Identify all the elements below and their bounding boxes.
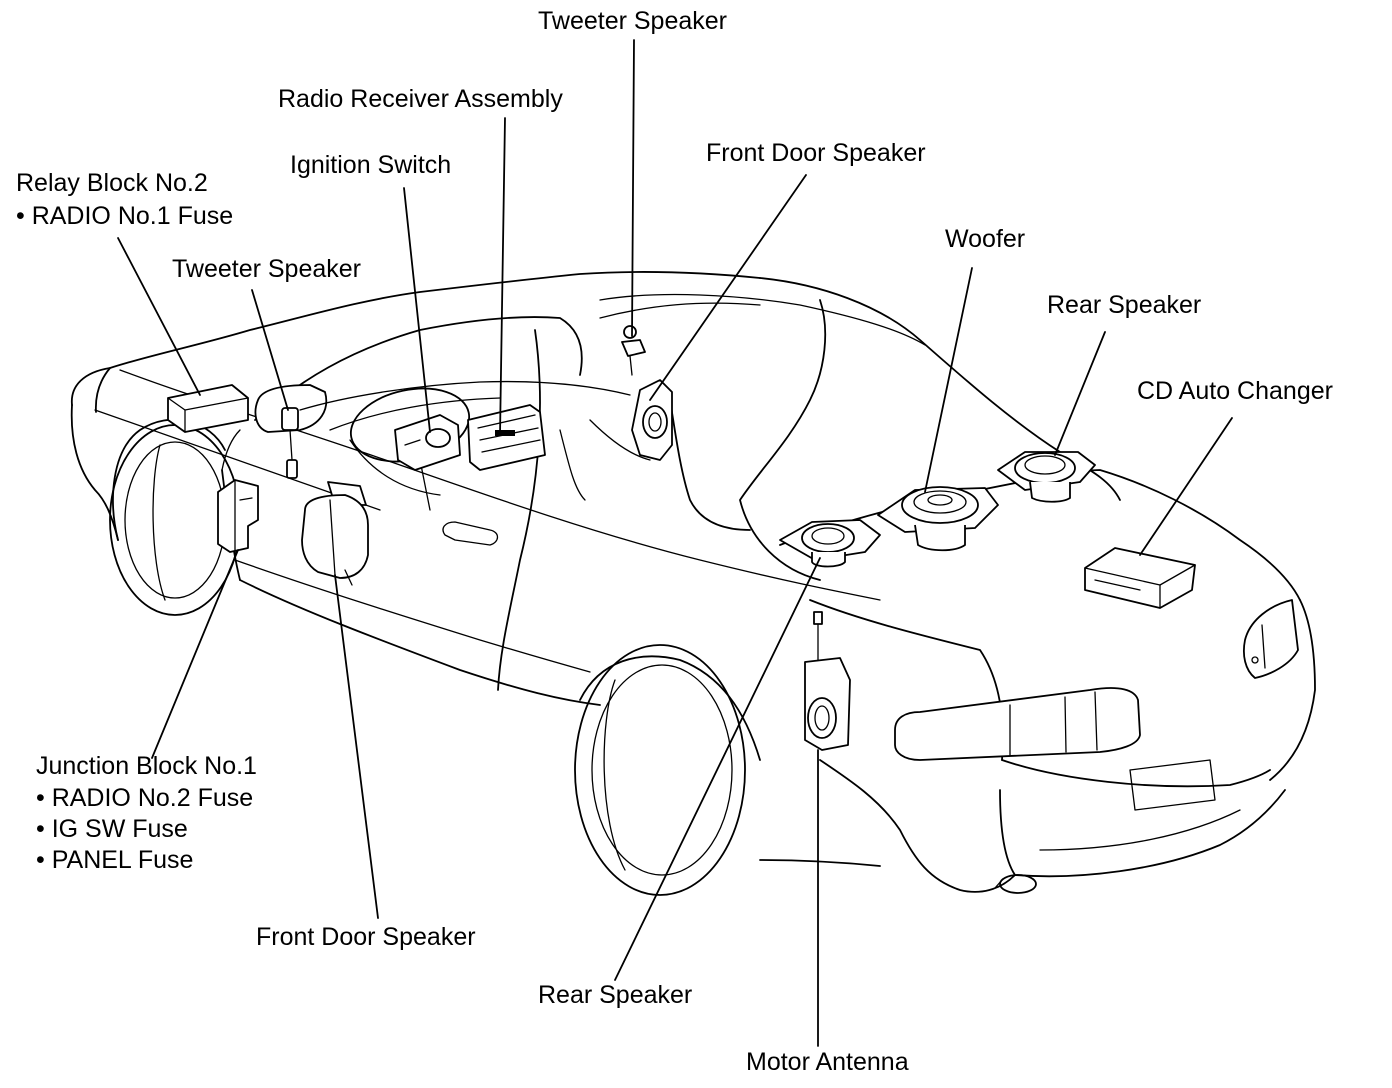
motor-antenna: [804, 611, 851, 751]
label-junction-block-fuse-2: • IG SW Fuse: [36, 815, 188, 843]
label-relay-block-fuse: • RADIO No.1 Fuse: [16, 202, 234, 230]
leader-front-door-speaker-bottom: [334, 574, 379, 919]
leader-ignition-switch: [403, 187, 431, 433]
label-rear-speaker-bottom: Rear Speaker: [538, 981, 693, 1009]
leader-tweeter-top: [631, 39, 635, 337]
leader-junction-block: [151, 549, 239, 759]
tweeter-speaker-right: [621, 325, 646, 376]
label-tweeter-speaker-left: Tweeter Speaker: [172, 255, 361, 283]
label-junction-block-fuse-1: • RADIO No.2 Fuse: [36, 784, 254, 812]
leader-rear-speaker-bottom: [614, 557, 821, 981]
leader-woofer: [924, 267, 973, 493]
leader-relay-block: [117, 237, 201, 396]
radio-receiver-assembly: [467, 404, 546, 471]
ignition-switch: [394, 414, 461, 471]
leader-front-door-speaker-top: [649, 174, 807, 401]
label-junction-block-fuse-3: • PANEL Fuse: [36, 846, 194, 874]
label-motor-antenna: Motor Antenna: [746, 1048, 909, 1076]
woofer: [877, 486, 999, 552]
front-door-speaker-left: [301, 481, 369, 586]
tweeter-speaker-left: [281, 407, 299, 479]
label-junction-block-title: Junction Block No.1: [36, 752, 257, 780]
label-cd-auto-changer: CD Auto Changer: [1137, 377, 1333, 405]
leader-cd-auto-changer: [1139, 417, 1233, 556]
leader-rear-speaker-right: [1054, 331, 1106, 456]
rear-speaker-left: [779, 519, 881, 568]
leader-radio-receiver: [499, 117, 506, 436]
cd-auto-changer: [1084, 547, 1196, 609]
label-radio-receiver-assembly: Radio Receiver Assembly: [278, 85, 563, 113]
label-relay-block-title: Relay Block No.2: [16, 169, 208, 197]
rear-speaker-right: [997, 451, 1096, 503]
label-tweeter-speaker-top: Tweeter Speaker: [538, 7, 727, 35]
leader-tweeter-left: [251, 289, 289, 411]
front-door-speaker-right: [631, 379, 673, 461]
label-woofer: Woofer: [945, 225, 1026, 253]
junction-block-no1: [217, 479, 259, 553]
label-front-door-speaker-top: Front Door Speaker: [706, 139, 926, 167]
relay-block-no2: [167, 384, 249, 433]
leader-lines: [117, 39, 1233, 1047]
label-ignition-switch: Ignition Switch: [290, 151, 452, 179]
rear-wheel: [574, 644, 761, 896]
label-front-door-speaker-bottom: Front Door Speaker: [256, 923, 476, 951]
label-rear-speaker-right: Rear Speaker: [1047, 291, 1202, 319]
